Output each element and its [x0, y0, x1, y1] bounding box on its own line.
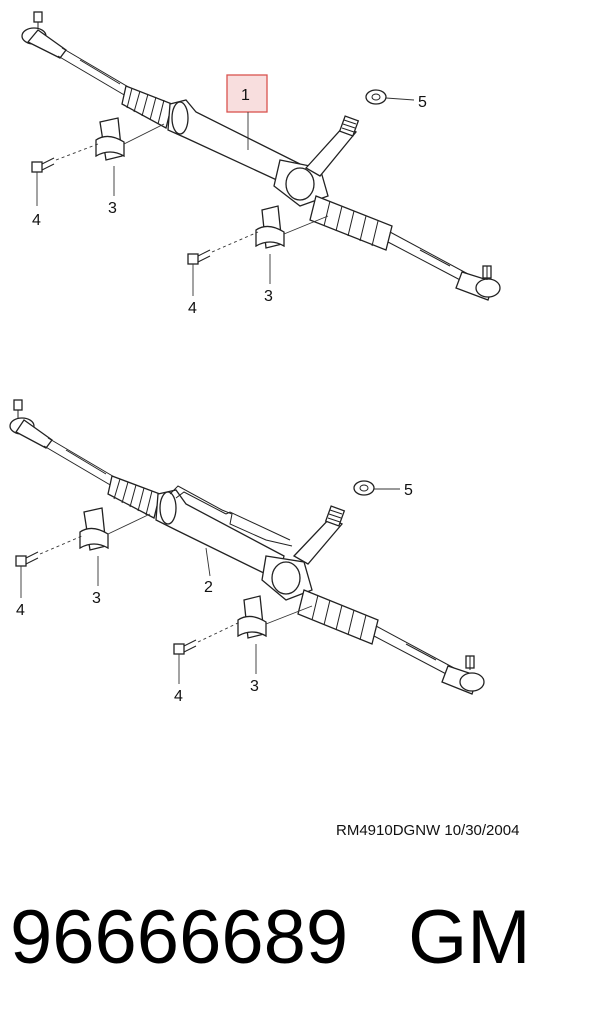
bolt-right-top: [187, 231, 259, 296]
callout-bolt-left-top: 4: [32, 212, 41, 229]
boot-left-top: [121, 85, 173, 129]
part-info: 96666689 GM: [10, 888, 531, 988]
steering-rack-assembly-top: [21, 11, 501, 301]
bracket-left-bottom: [79, 507, 109, 586]
bolt-left-bottom: [15, 535, 83, 598]
steering-gear-diagram: 1 5 4 3 4 3: [9, 11, 501, 705]
boot-right-bottom: [297, 589, 379, 645]
callout-bracket-right-bottom: 3: [250, 678, 259, 695]
nut-top: [365, 89, 415, 105]
bracket-left-top: [95, 117, 125, 196]
boot-left-bottom: [107, 475, 161, 519]
tie-rod-end-left-bottom: [9, 399, 53, 449]
boot-right-top: [309, 195, 393, 251]
callout-bolt-right-bottom: 4: [174, 688, 183, 705]
rack-housing-bottom: [155, 485, 313, 601]
pinion-shaft-top: [304, 115, 360, 177]
tie-rod-end-right-top: [455, 265, 501, 301]
callout-part-5-top: 5: [418, 94, 427, 111]
callout-bracket-left-top: 3: [108, 200, 117, 217]
part-number: 96666689: [10, 895, 349, 980]
callout-bracket-right-top: 3: [264, 288, 273, 305]
callout-bolt-right-top: 4: [188, 300, 197, 317]
tie-rod-left-top: [57, 47, 131, 97]
callout-part-1: 1: [241, 87, 250, 104]
bracket-right-top: [255, 205, 285, 284]
callout-part-5-bottom: 5: [404, 482, 413, 499]
callout-bracket-left-bottom: 3: [92, 590, 101, 607]
tie-rod-left-bottom: [43, 437, 117, 487]
callout-part-2: 2: [204, 579, 213, 596]
steering-rack-assembly-bottom: [9, 399, 485, 695]
callout-bolt-left-bottom: 4: [16, 602, 25, 619]
tie-rod-end-right-bottom: [441, 655, 485, 695]
nut-bottom: [353, 480, 400, 496]
bracket-right-bottom: [237, 595, 267, 674]
tie-rod-end-left-top: [21, 11, 67, 59]
bolt-right-bottom: [173, 621, 241, 684]
tie-rod-right-top: [387, 231, 469, 283]
bolt-left-top: [31, 143, 99, 206]
diagram-reference-code: RM4910DGNW 10/30/2004: [336, 822, 520, 839]
brand-name: GM: [408, 895, 531, 980]
tie-rod-right-bottom: [373, 625, 455, 677]
part-1-highlight-box: [226, 74, 268, 113]
pinion-shaft-bottom: [292, 505, 346, 565]
